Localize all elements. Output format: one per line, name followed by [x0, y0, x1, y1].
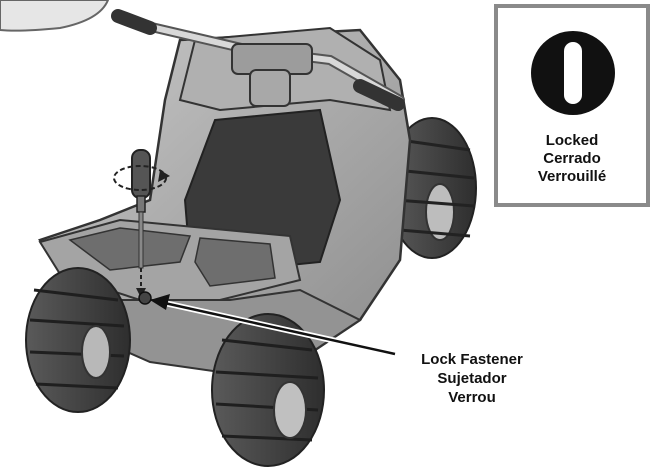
rear-left-tire	[25, 267, 131, 413]
locked-label-en: Locked	[545, 132, 599, 149]
locked-label-fr: Verrouillé	[537, 168, 607, 185]
lock-fastener-callout: Lock Fastener Sujetador Verrou	[383, 350, 561, 407]
front-right-tire	[211, 313, 325, 467]
callout-line-en: Lock Fastener	[421, 351, 523, 368]
rotate-arrow-icon	[113, 165, 170, 191]
lock-fastener-pointer	[138, 291, 396, 357]
handlebars	[111, 9, 405, 111]
step-badge-corner	[0, 0, 110, 32]
callout-line-es: Sujetador	[437, 370, 507, 387]
locked-state-panel: Locked Cerrado Verrouillé	[494, 4, 650, 207]
locked-label-es: Cerrado	[543, 150, 601, 167]
screwdriver	[131, 149, 151, 298]
callout-line-fr: Verrou	[448, 389, 496, 406]
locked-slot-icon	[531, 31, 615, 115]
